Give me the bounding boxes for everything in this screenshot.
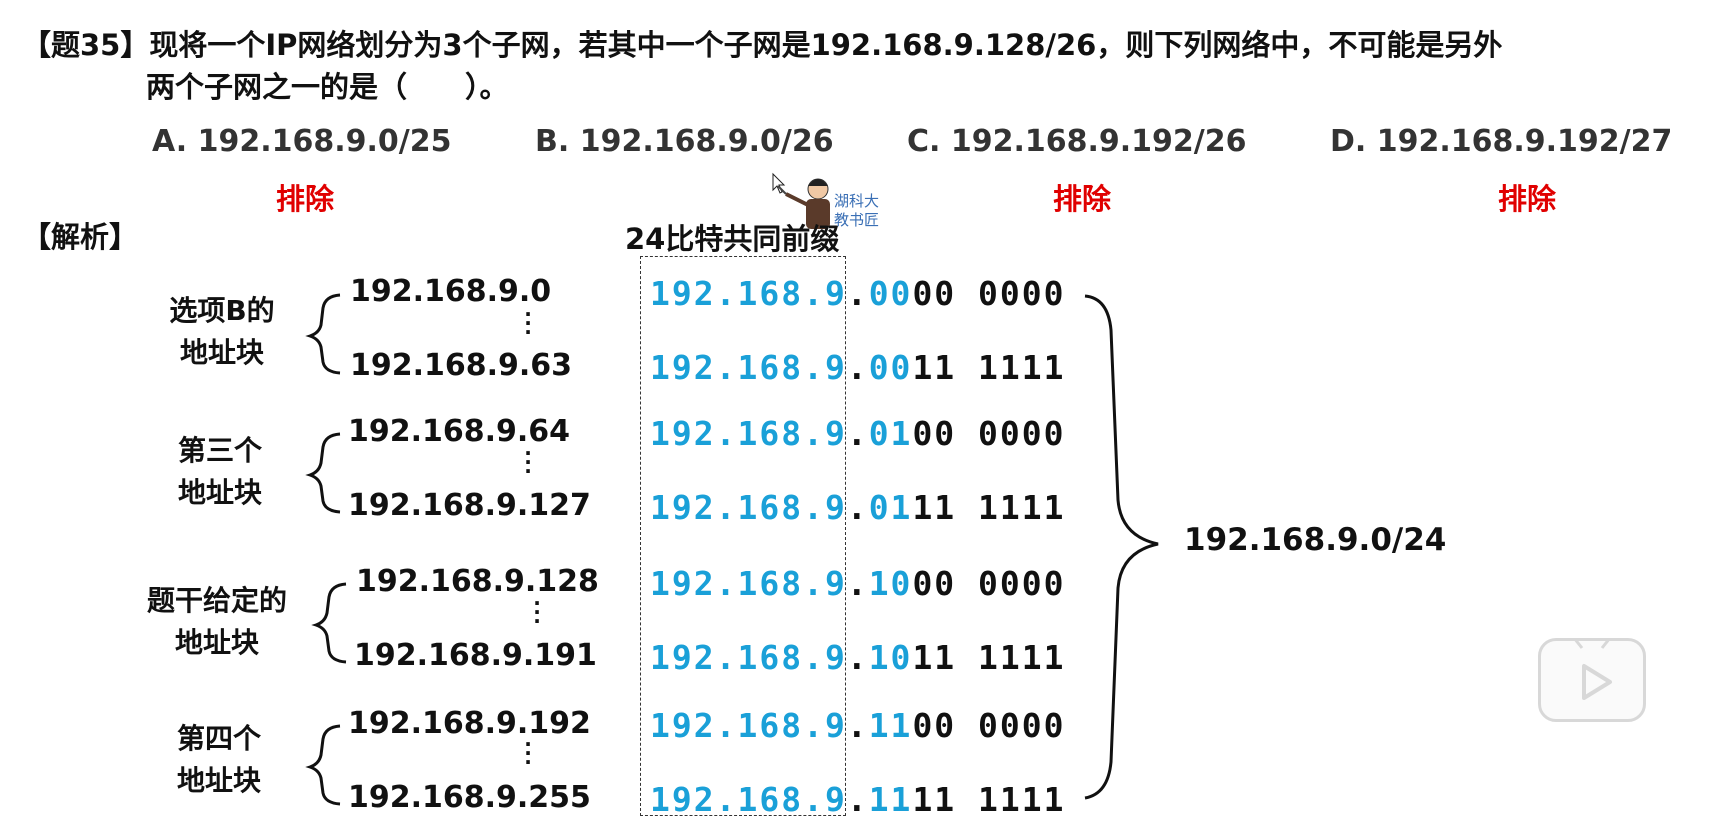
- block-3-start-address: 192.168.9.192: [348, 706, 591, 741]
- option-a: A. 192.168.9.0/25: [152, 124, 452, 159]
- network-label: 192.168.9.0/24: [1184, 522, 1447, 558]
- block-2-end-address: 192.168.9.191: [354, 638, 597, 673]
- binary-row: 192.168.9.1000 0000: [650, 564, 1066, 603]
- teacher-caption: 湖科大 教书匠: [834, 192, 880, 229]
- binary-row: 192.168.9.0100 0000: [650, 414, 1066, 453]
- binary-row: 192.168.9.0000 0000: [650, 274, 1066, 313]
- block-3-end-address: 192.168.9.255: [348, 780, 591, 815]
- play-icon: [1572, 638, 1612, 700]
- block-label-given: 题干给定的 地址块: [146, 584, 287, 659]
- option-d-exclude-mark: 排除: [1498, 182, 1557, 216]
- block-0-end-address: 192.168.9.63: [350, 348, 573, 383]
- teacher-avatar-icon: [777, 178, 830, 229]
- option-c: C. 192.168.9.192/26: [907, 124, 1247, 159]
- common-prefix-label: 24比特共同前缀: [625, 222, 840, 256]
- ellipsis-0: ···: [524, 302, 532, 344]
- question-line-2: 两个子网之一的是（ ）。: [146, 70, 509, 104]
- play-button[interactable]: [1538, 638, 1646, 722]
- option-d: D. 192.168.9.192/27: [1330, 124, 1673, 159]
- common-prefix-box: [640, 256, 846, 816]
- block-1-start-address: 192.168.9.64: [348, 414, 571, 449]
- block-2-start-address: 192.168.9.128: [356, 564, 599, 599]
- binary-row: 192.168.9.1011 1111: [650, 638, 1066, 677]
- block-label-third: 第三个 地址块: [177, 434, 262, 509]
- ellipsis-2: ···: [533, 591, 541, 633]
- block-1-end-address: 192.168.9.127: [348, 488, 591, 523]
- option-b: B. 192.168.9.0/26: [535, 124, 834, 159]
- ellipsis-1: ···: [524, 441, 532, 483]
- option-c-exclude-mark: 排除: [1053, 182, 1112, 216]
- analysis-label: 【解析】: [22, 220, 139, 254]
- block-label-option-b: 选项B的 地址块: [169, 294, 275, 369]
- binary-row: 192.168.9.1100 0000: [650, 706, 1066, 745]
- ellipsis-3: ···: [524, 732, 532, 774]
- binary-row: 192.168.9.0111 1111: [650, 488, 1066, 527]
- block-0-start-address: 192.168.9.0: [350, 274, 552, 309]
- binary-row: 192.168.9.0011 1111: [650, 348, 1066, 387]
- option-a-exclude-mark: 排除: [276, 182, 335, 216]
- block-label-fourth: 第四个 地址块: [176, 722, 261, 797]
- binary-row: 192.168.9.1111 1111: [650, 780, 1066, 819]
- question-line-1: 【题35】现将一个IP网络划分为3个子网，若其中一个子网是192.168.9.1…: [22, 28, 1503, 62]
